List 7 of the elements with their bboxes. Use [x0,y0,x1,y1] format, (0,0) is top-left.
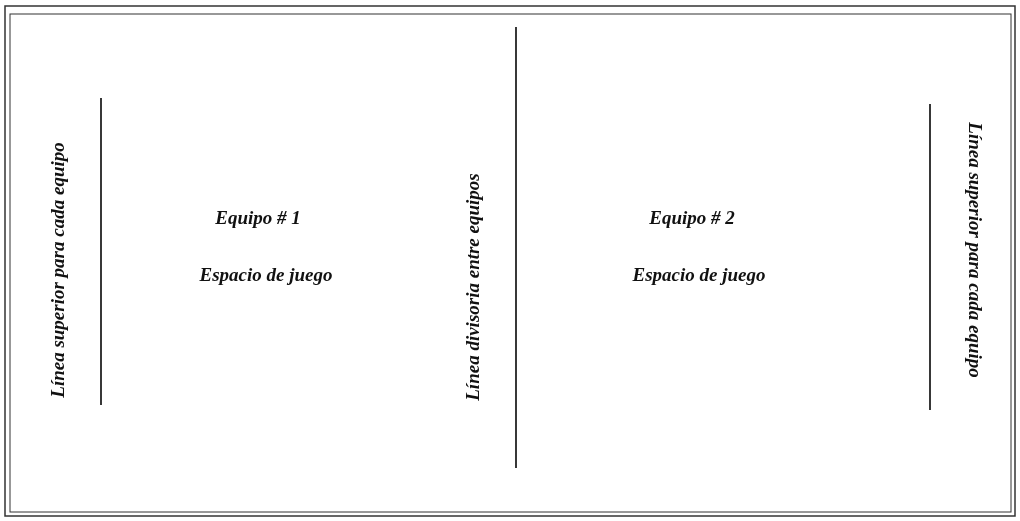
area-label: Espacio de juego [199,264,333,284]
team-label: Equipo # 1 [215,207,301,227]
team-label: Equipo # 2 [649,207,735,227]
area-label: Espacio de juego [632,264,766,284]
line-label: Línea divisoria entre equipos [462,173,482,401]
line-label: Línea superior para cada equipo [965,122,985,378]
line-label: Línea superior para cada equipo [47,142,67,398]
